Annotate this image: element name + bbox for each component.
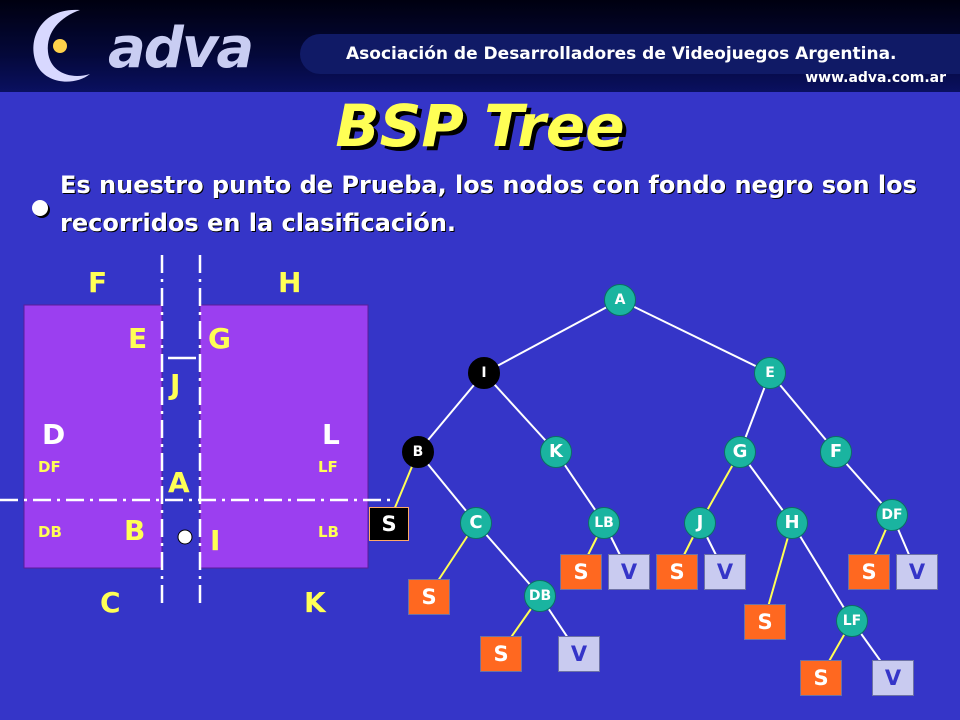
- plane-label-D: D: [42, 418, 66, 451]
- edge-I-K: [483, 372, 557, 453]
- plane-label-G: G: [208, 322, 231, 355]
- test-point-icon: [177, 529, 193, 545]
- tree-node-K: K: [540, 436, 572, 468]
- tree-node-DF: DF: [876, 499, 908, 531]
- leaf-S-LF: S: [800, 660, 842, 696]
- region-right: [199, 304, 369, 569]
- plane-label-C: C: [100, 586, 121, 619]
- slide-title: BSP Tree: [335, 92, 625, 160]
- tree-node-DB: DB: [524, 580, 556, 612]
- tree-node-A: A: [604, 284, 636, 316]
- logo-swirl-icon: [33, 9, 90, 82]
- leaf-V-DB: V: [558, 636, 600, 672]
- edge-H-LF: [791, 522, 853, 622]
- plane-label-K: K: [304, 586, 326, 619]
- plane-label-F: F: [88, 266, 108, 299]
- tree-node-H: H: [776, 507, 808, 539]
- plane-label-E: E: [128, 322, 148, 355]
- plane-label-LB: LB: [318, 523, 339, 541]
- tree-node-LF: LF: [836, 605, 868, 637]
- edge-A-E: [619, 299, 771, 374]
- plane-label-I: I: [210, 524, 221, 557]
- leaf-V-LF: V: [872, 660, 914, 696]
- leaf-V-DF: V: [896, 554, 938, 590]
- plane-label-DB: DB: [38, 523, 62, 541]
- header-bar: [300, 34, 960, 74]
- tree-node-I: I: [468, 357, 500, 389]
- leaf-V-LB: V: [608, 554, 650, 590]
- bullet-icon: [32, 200, 48, 216]
- leaf-S-LB: S: [560, 554, 602, 590]
- leaf-S-B: S: [369, 507, 409, 541]
- leaf-S-J: S: [656, 554, 698, 590]
- tree-node-G: G: [724, 436, 756, 468]
- plane-label-LF: LF: [318, 458, 338, 476]
- logo-wordmark: adva: [108, 16, 254, 81]
- slide-description: Es nuestro punto de Prueba, los nodos co…: [60, 171, 917, 237]
- tree-node-F: F: [820, 436, 852, 468]
- tree-node-E: E: [754, 357, 786, 389]
- edge-A-I: [483, 299, 621, 374]
- plane-label-A: A: [168, 466, 190, 499]
- leaf-S-C: S: [408, 579, 450, 615]
- organization-name: Asociación de Desarrolladores de Videoju…: [346, 44, 897, 64]
- plane-label-L: L: [322, 418, 340, 451]
- leaf-S-H: S: [744, 604, 786, 640]
- header-banner: adva Asociación de Desarrolladores de Vi…: [0, 0, 960, 92]
- plane-label-H: H: [278, 266, 302, 299]
- edge-I-B: [417, 372, 485, 453]
- leaf-V-J: V: [704, 554, 746, 590]
- leaf-S-DB: S: [480, 636, 522, 672]
- tree-node-LB: LB: [588, 507, 620, 539]
- tree-node-J: J: [684, 507, 716, 539]
- website-url[interactable]: www.adva.com.ar: [805, 70, 946, 86]
- plane-label-J: J: [170, 368, 181, 401]
- tree-node-C: C: [460, 507, 492, 539]
- leaf-S-DF: S: [848, 554, 890, 590]
- plane-label-B: B: [124, 514, 146, 547]
- bsp-plane-diagram: [0, 255, 392, 605]
- tree-node-B: B: [402, 436, 434, 468]
- plane-label-DF: DF: [38, 458, 61, 476]
